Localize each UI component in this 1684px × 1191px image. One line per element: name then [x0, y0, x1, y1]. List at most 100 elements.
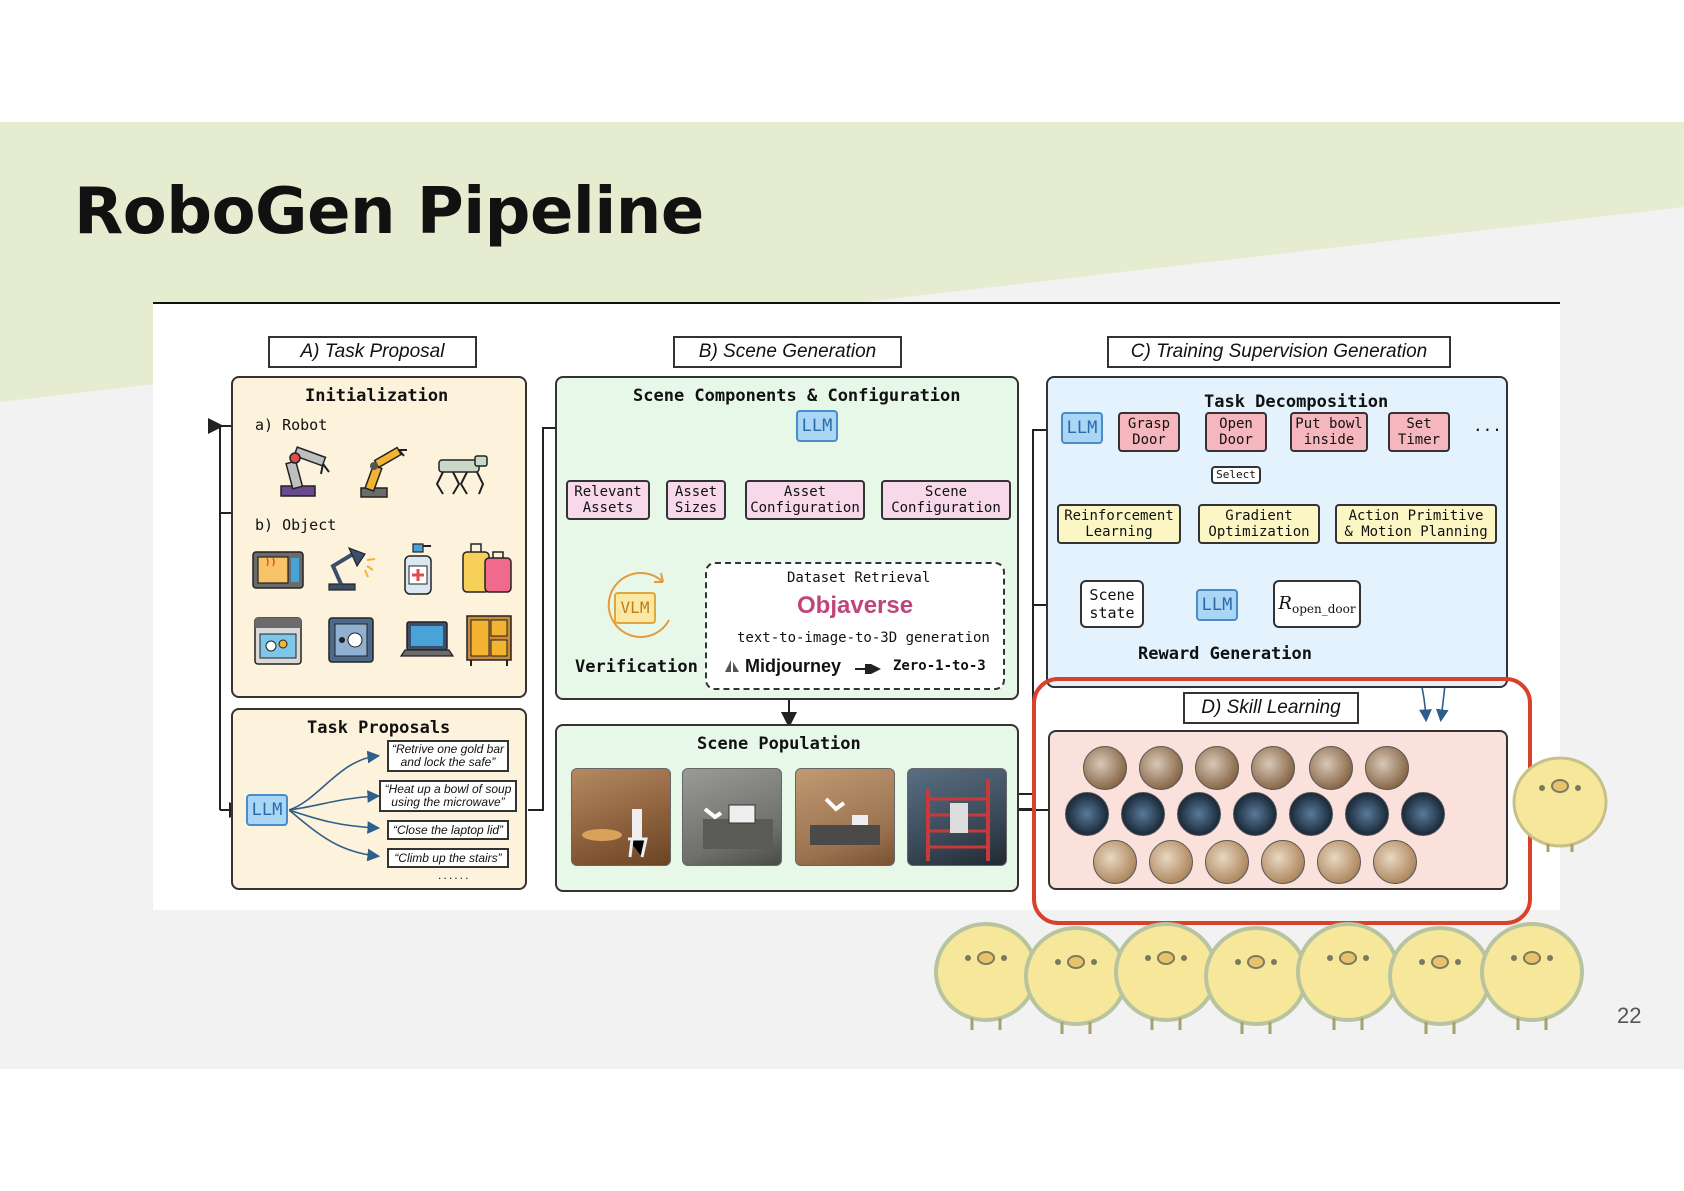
scene-state-box: Scene state [1080, 580, 1144, 628]
scene-photo-furniture [582, 809, 648, 858]
robot-arm-icon [280, 446, 330, 497]
decomposition-llm-node: LLM [1061, 412, 1103, 444]
subtask-put-bowl-inside: Put bowl inside [1290, 412, 1368, 452]
proposal-item: “Heat up a bowl of soup using the microw… [379, 780, 517, 812]
skill-thumbnail [1365, 746, 1409, 790]
scene-llm-node: LLM [796, 410, 838, 442]
task-decomposition-title: Task Decomposition [1204, 392, 1389, 412]
subtasks-more: ... [1473, 416, 1502, 435]
skill-thumbnail [1149, 840, 1193, 884]
skill-thumbnail [1309, 746, 1353, 790]
dataset-retrieval-title: Dataset Retrieval [787, 570, 931, 586]
scene-photo-stairs [926, 779, 990, 861]
proposal-item: “Close the laptop lid” [387, 820, 509, 840]
scene-components-title: Scene Components & Configuration [633, 386, 961, 406]
subtask-set-timer: Set Timer [1388, 412, 1450, 452]
section-d-label: D) Skill Learning [1183, 692, 1359, 724]
sailboat-icon [725, 660, 739, 672]
task-proposals-panel: Task Proposals LLM “Retrive one gold bar… [231, 708, 527, 890]
scene-configuration-box: Scene Configuration [881, 480, 1011, 520]
skill-thumbnail [1205, 840, 1249, 884]
proposal-item: “Retrive one gold bar and lock the safe” [387, 740, 509, 772]
chick-character-icon [1512, 756, 1608, 852]
chick-character-icon [1388, 926, 1492, 1034]
verification-label: Verification [575, 657, 698, 677]
proposal-item: “Climb up the stairs” [387, 848, 509, 868]
midjourney-label: Midjourney [745, 656, 842, 676]
slide-title: RoboGen Pipeline [74, 175, 704, 249]
safe-icon [328, 617, 374, 663]
desk-lamp-icon [328, 546, 376, 591]
laptop-icon [399, 621, 455, 657]
initialization-panel: Initialization a) Robot b) Object [231, 376, 527, 698]
skill-thumbnail [1401, 792, 1445, 836]
chick-character-icon [1480, 922, 1584, 1030]
section-a-label: A) Task Proposal [268, 336, 477, 368]
quadruped-robot-icon [435, 455, 488, 495]
scene-population-panel: Scene Population [555, 724, 1019, 892]
dataset-retrieval-box: Dataset Retrieval Objaverse text-to-imag… [705, 562, 1005, 690]
industrial-arm-icon [360, 446, 407, 498]
skill-thumbnail [1373, 840, 1417, 884]
skill-thumbnail [1065, 792, 1109, 836]
reward-generation-title: Reward Generation [1138, 644, 1312, 664]
dishwasher-icon [254, 617, 302, 665]
dispenser-bottle-icon [404, 543, 432, 595]
initialization-title: Initialization [305, 386, 449, 406]
relevant-assets-box: Relevant Assets [566, 480, 650, 520]
t2i-generation-line: text-to-image-to-3D generation [737, 630, 990, 646]
object-label: b) Object [255, 516, 337, 534]
scene-photo [795, 768, 895, 866]
skill-thumbnail [1177, 792, 1221, 836]
proposals-ellipsis: ...... [437, 872, 470, 882]
proposal-branch-arrows [289, 750, 381, 862]
vlm-cycle-icon [607, 572, 670, 638]
skill-thumbnail [1289, 792, 1333, 836]
section-c-label: C) Training Supervision Generation [1107, 336, 1451, 368]
scene-photo-kitchen [703, 804, 773, 849]
skill-thumbnail [1083, 746, 1127, 790]
cabinet-icon [466, 615, 512, 666]
skill-thumbnail [1233, 792, 1277, 836]
reward-symbol: R [1278, 593, 1292, 614]
reward-subscript: open_door [1291, 602, 1356, 616]
arrow-right-icon [855, 664, 881, 674]
skill-thumbnail [1261, 840, 1305, 884]
asset-configuration-box: Asset Configuration [745, 480, 865, 520]
microwave-icon [252, 551, 304, 589]
page-number: 22 [1617, 1003, 1642, 1028]
section-b-label: B) Scene Generation [673, 336, 902, 368]
method-reinforcement-learning: Reinforcement Learning [1057, 504, 1181, 544]
select-node: Select [1211, 466, 1261, 484]
pipeline-figure: A) Task Proposal Initialization a) Robot… [153, 302, 1560, 910]
chick-character-icon [1114, 922, 1218, 1030]
skill-thumbnail [1317, 840, 1361, 884]
scene-photo [682, 768, 782, 866]
skill-thumbnail [1251, 746, 1295, 790]
subtask-open-door: Open Door [1205, 412, 1267, 452]
scene-photo [907, 768, 1007, 866]
task-proposals-title: Task Proposals [307, 718, 451, 738]
suitcase-icon [462, 543, 512, 593]
robot-label: a) Robot [255, 416, 328, 434]
skill-thumbnail [1093, 840, 1137, 884]
skill-thumbnail [1195, 746, 1239, 790]
method-action-primitive: Action Primitive & Motion Planning [1335, 504, 1497, 544]
scene-photo [571, 768, 671, 866]
subtask-grasp-door: Grasp Door [1118, 412, 1180, 452]
skill-learning-highlight [1032, 677, 1532, 925]
scene-photo-desk [810, 797, 880, 845]
reward-llm-node: LLM [1196, 589, 1238, 621]
objaverse-logo: Objaverse [797, 592, 914, 619]
vlm-node: VLM [614, 592, 656, 624]
zero123-label: Zero-1-to-3 [893, 658, 986, 674]
chick-character-icon [1024, 926, 1128, 1034]
skill-thumbnail [1139, 746, 1183, 790]
asset-sizes-box: Asset Sizes [666, 480, 726, 520]
skill-thumbnail [1345, 792, 1389, 836]
scene-population-title: Scene Population [697, 734, 861, 754]
skill-thumbnail [1121, 792, 1165, 836]
method-gradient-optimization: Gradient Optimization [1198, 504, 1320, 544]
proposal-llm-node: LLM [246, 794, 288, 826]
